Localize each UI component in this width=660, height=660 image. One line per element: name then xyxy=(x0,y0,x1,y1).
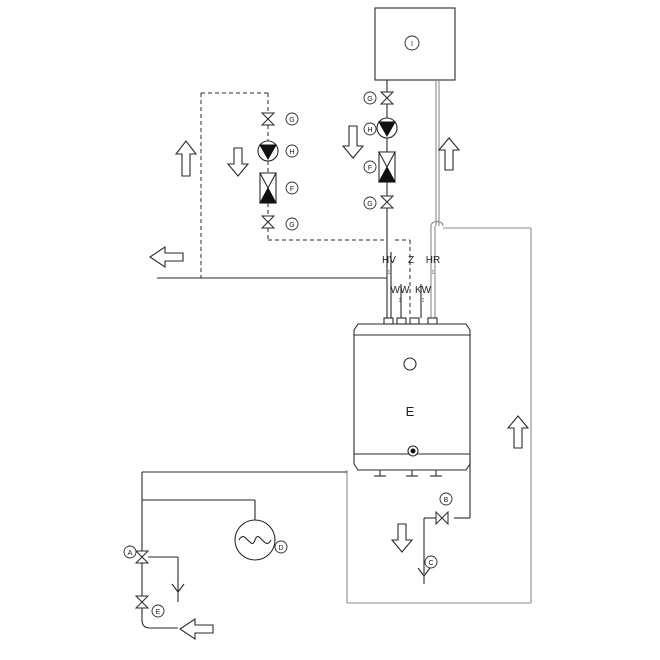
flow-arrow-down-drain xyxy=(390,523,414,553)
svg-text:H: H xyxy=(289,149,294,156)
svg-text:E: E xyxy=(156,609,161,616)
right-return-loop xyxy=(346,228,532,604)
hv-connection: HV ↕ xyxy=(382,252,396,318)
svg-text:↕: ↕ xyxy=(431,269,435,276)
flow-arrow-up-left xyxy=(174,140,198,177)
svg-text:F: F xyxy=(368,165,372,172)
return-line-i xyxy=(435,80,440,226)
svg-text:B: B xyxy=(444,497,449,504)
drain-circuit: B C xyxy=(417,460,471,584)
label-ww: WW xyxy=(391,285,410,296)
svg-text:A: A xyxy=(128,550,133,557)
ww-connection: WW ↕ xyxy=(391,284,410,318)
hr-connection: HR ↕ xyxy=(426,220,531,318)
kw-connection: KW ↕ xyxy=(415,284,432,318)
svg-text:G: G xyxy=(367,201,372,208)
svg-text:H: H xyxy=(367,127,372,134)
unit-i: I xyxy=(374,7,456,81)
storage-tank: E xyxy=(353,317,471,477)
right-column-labels: G H F G xyxy=(363,91,377,210)
svg-text:F: F xyxy=(290,186,294,193)
z-connection: Z xyxy=(408,255,414,266)
svg-text:↕: ↕ xyxy=(421,297,425,304)
label-i: I xyxy=(411,41,413,48)
tank-label: E xyxy=(406,404,415,419)
svg-text:C: C xyxy=(428,560,433,567)
left-dashed-circuit xyxy=(200,92,411,314)
label-hv: HV xyxy=(382,255,396,266)
flow-arrow-up-right-loop xyxy=(506,415,530,449)
svg-text:G: G xyxy=(367,96,372,103)
flow-arrow-up-top-right xyxy=(437,137,461,171)
left-circuit-labels: G H F G xyxy=(285,112,299,231)
svg-text:G: G xyxy=(289,117,294,124)
label-z: Z xyxy=(408,255,414,266)
flow-arrow-left-outlet xyxy=(149,245,184,269)
svg-text:G: G xyxy=(289,222,294,229)
svg-text:↕: ↕ xyxy=(387,269,391,276)
cold-water-inlet: D A E xyxy=(123,471,347,629)
label-hr: HR xyxy=(426,255,440,266)
svg-text:↕: ↕ xyxy=(398,297,402,304)
flow-arrow-down-right xyxy=(341,125,365,159)
flow-arrow-down-left xyxy=(226,147,250,177)
label-kw: KW xyxy=(415,285,432,296)
svg-text:D: D xyxy=(278,545,283,552)
right-supply-column xyxy=(376,80,398,252)
flow-arrow-left-inlet xyxy=(179,617,214,641)
